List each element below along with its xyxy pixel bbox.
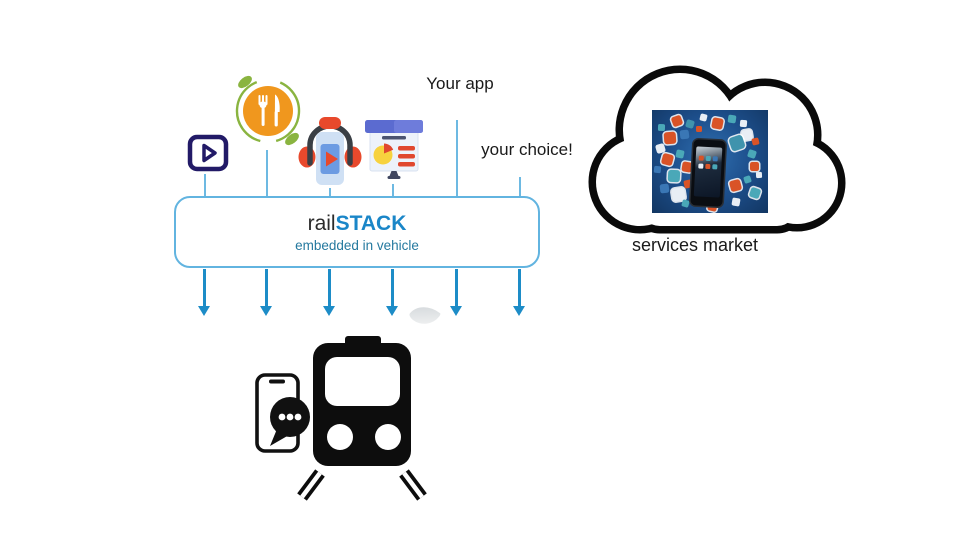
presentation-chart-icon (365, 120, 423, 179)
connector-line (203, 174, 206, 197)
app-tile-icon (739, 119, 748, 128)
app-tile-icon (653, 165, 662, 174)
app-tile-icon (675, 149, 685, 159)
app-tile-icon (660, 152, 675, 167)
app-tile-icon (657, 123, 666, 132)
smartphone-icon (690, 139, 726, 207)
railstack-title-stack: STACK (335, 211, 407, 235)
phone-app-glyph (712, 164, 718, 170)
railstack-title-rail: rail (307, 211, 336, 235)
dining-icon (235, 75, 301, 146)
app-tile-icon (681, 161, 693, 173)
app-tile-icon (750, 162, 759, 171)
phone-app-glyph (698, 163, 704, 169)
app-tile-icon (748, 186, 762, 200)
connector-line (265, 150, 268, 197)
down-arrow (455, 269, 458, 306)
app-tile-icon (659, 183, 670, 194)
app-tile-icon (670, 114, 684, 128)
railstack-title: railSTACK (308, 212, 407, 236)
phone-screen (693, 146, 723, 198)
app-tile-icon (751, 137, 760, 146)
audio-media-icon (298, 117, 362, 185)
your-choice-label: your choice! (481, 140, 573, 159)
down-arrow (265, 269, 268, 306)
connector-line (518, 177, 521, 197)
app-tile-icon (685, 119, 695, 129)
connector-line (328, 188, 331, 197)
railstack-subtitle: embedded in vehicle (295, 237, 419, 253)
app-tile-icon (711, 117, 724, 130)
app-tile-icon (727, 114, 737, 124)
gray-swoosh-artifact (407, 298, 442, 332)
app-market-image (652, 110, 768, 213)
app-tile-icon (695, 125, 703, 133)
app-tile-icon (663, 131, 677, 145)
video-player-icon (187, 134, 229, 172)
down-arrow (203, 269, 206, 306)
down-arrow (391, 269, 394, 306)
app-tile-icon (699, 113, 708, 122)
app-tile-icon (728, 178, 743, 193)
your-app-label: Your app (426, 74, 494, 93)
train-icon (255, 336, 427, 501)
phone-app-glyph (705, 163, 711, 170)
app-tile-icon (743, 175, 752, 184)
phone-chat-icon (255, 373, 310, 453)
down-arrow (328, 269, 331, 306)
app-tile-icon (679, 129, 690, 140)
phone-app-grid (694, 139, 726, 170)
railstack-box: railSTACK embedded in vehicle (174, 196, 540, 268)
phone-app-glyph (698, 155, 704, 161)
connector-line (455, 120, 458, 197)
app-tile-icon (681, 199, 690, 208)
app-tile-icon (731, 197, 741, 207)
app-tile-icon (755, 171, 763, 179)
app-tile-icon (746, 148, 758, 160)
down-arrow (518, 269, 521, 306)
connector-line (391, 184, 394, 197)
phone-app-glyph (712, 156, 718, 162)
app-tile-icon (667, 169, 681, 183)
services-market-label: services market (631, 235, 759, 255)
phone-app-glyph (705, 155, 711, 162)
